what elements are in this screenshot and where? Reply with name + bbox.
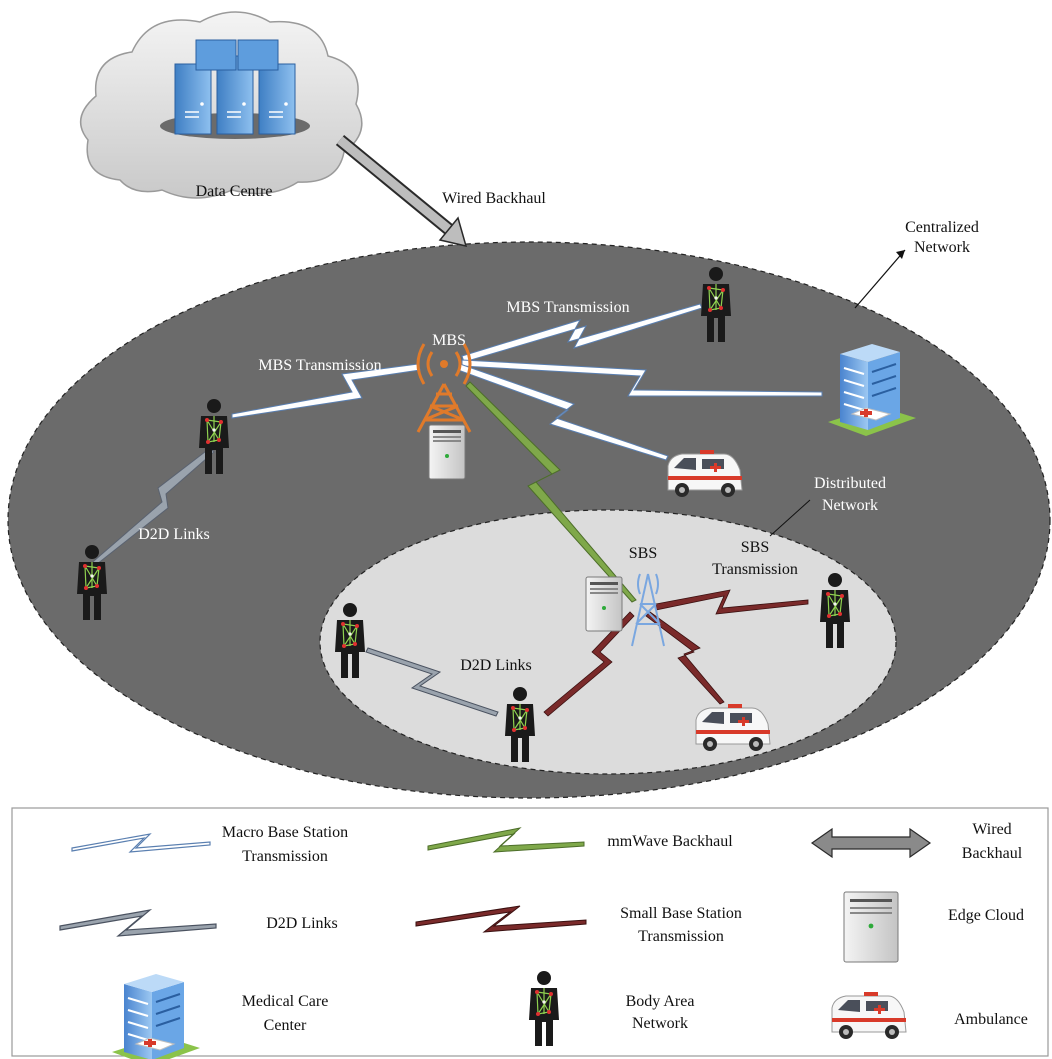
wired-backhaul-label: Wired Backhaul [442,190,546,207]
mbs-transmission-label-right: MBS Transmission [506,299,629,316]
mbs-link-person-left [231,363,421,419]
server-icon [174,39,296,135]
centralized-pointer [854,249,906,309]
distributed-network-label-1: Distributed [814,475,886,492]
mbs-label: MBS [432,332,466,349]
legend-ambulance-label: Ambulance [954,1011,1028,1028]
legend-small-link-icon [415,905,587,933]
legend-mmwave-label: mmWave Backhaul [607,833,733,850]
d2d-links-label-outer: D2D Links [138,526,210,543]
sbs-transmission-label-1: SBS [741,539,769,556]
legend-small-label-2: Transmission [638,928,724,945]
mbs-tower-icon [416,343,472,433]
legend-macro-link-icon [71,833,211,853]
d2d-link-inner [365,647,499,717]
legend-small-label-1: Small Base Station [620,905,742,922]
sbs-label: SBS [629,545,657,562]
legend-d2d-link-icon [59,909,217,937]
ambulance-icon [695,703,771,752]
sbs-transmission-links [543,589,809,717]
distributed-network-label-2: Network [822,497,878,514]
wired-backhaul-arrow [335,134,468,248]
data-centre-label: Data Centre [196,183,273,200]
mbs-edge-cloud-icon [428,424,466,480]
legend-ban-label-1: Body Area [626,993,695,1010]
legend-medical-label-2: Center [264,1017,307,1034]
legend-edge-cloud-icon [843,891,899,963]
legend-wired-label-1: Wired [972,821,1011,838]
legend-ban-label-2: Network [632,1015,688,1032]
legend-macro-label-2: Transmission [242,848,328,865]
centralized-network-label-1: Centralized [905,219,979,236]
data-centre-cloud: Data Centre [79,11,363,200]
sbs-tower-icon [631,573,665,647]
legend-ambulance-icon [831,991,907,1040]
ambulance-icon [667,449,743,498]
legend: Macro Base Station Transmission mmWave B… [11,807,1049,1059]
sbs-link-person-right [655,589,809,615]
legend-macro-label-1: Macro Base Station [222,824,348,841]
sbs-edge-cloud-icon [585,576,623,632]
centralized-network-label-2: Network [914,239,970,256]
d2d-links-label-inner: D2D Links [460,657,532,674]
sbs-transmission-label-2: Transmission [712,561,798,578]
legend-d2d-label: D2D Links [266,915,338,932]
mbs-link-ambulance [457,363,669,461]
sbs-link-ambulance [645,611,725,705]
mbs-transmission-label-left: MBS Transmission [258,357,381,374]
legend-wired-backhaul-icon [810,827,932,859]
legend-medical-label-1: Medical Care [242,993,329,1010]
legend-wired-label-2: Backhaul [962,845,1023,862]
distributed-pointer [769,499,811,537]
mbs-link-hospital [461,359,823,397]
legend-mmwave-link-icon [427,827,585,853]
legend-edge-label: Edge Cloud [948,907,1024,924]
